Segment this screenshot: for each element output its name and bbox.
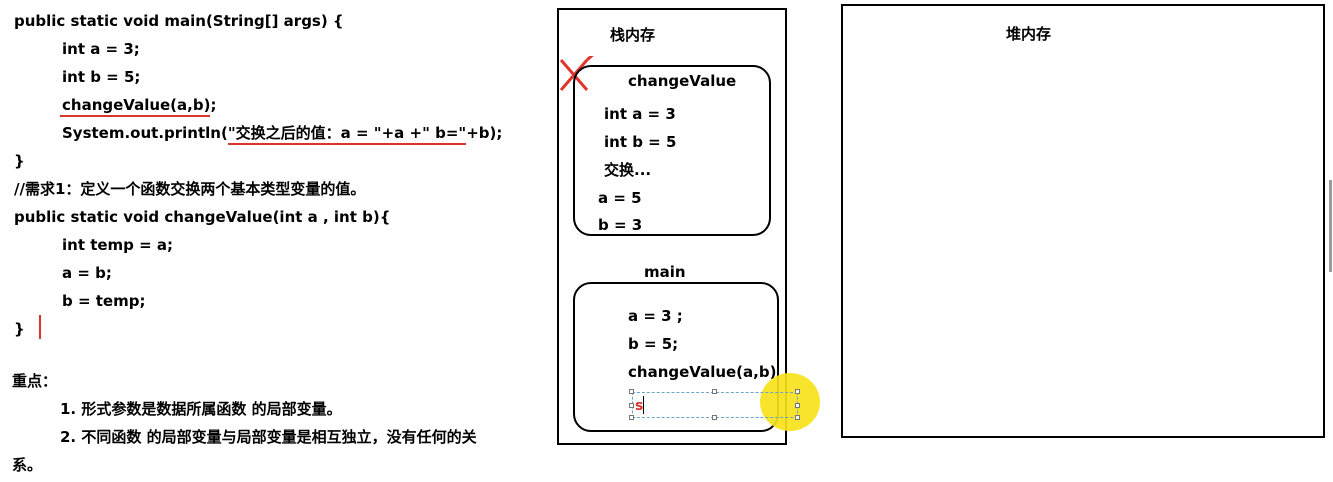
stack-memory-title: 栈内存 — [610, 26, 656, 44]
resize-handle-s[interactable] — [712, 415, 717, 420]
code-line-close-main: } — [14, 152, 25, 170]
stack-memory-panel — [557, 8, 787, 445]
frame-changevalue-a: a = 5 — [598, 189, 642, 207]
frame-main-a: a = 3 ; — [628, 307, 683, 325]
frame-changevalue-int-a: int a = 3 — [604, 105, 676, 123]
code-line-close-changevalue: } — [14, 320, 25, 338]
note-point-2: 2. 不同函数 的局部变量与局部变量是相互独立，没有任何的关 — [60, 428, 477, 446]
cursor-highlight — [760, 373, 820, 431]
frame-changevalue-title: changeValue — [628, 72, 737, 90]
note-point-2-cont: 系。 — [12, 456, 43, 474]
underline-println — [228, 143, 466, 145]
resize-handle-n[interactable] — [712, 389, 717, 394]
frame-main-title: main — [644, 263, 686, 281]
code-line-call-changevalue: changeValue(a,b); — [62, 96, 217, 114]
resize-handle-w[interactable] — [629, 403, 634, 408]
resize-handle-sw[interactable] — [629, 415, 634, 420]
frame-changevalue-swap: 交换... — [604, 161, 652, 179]
stack-frame-changevalue — [573, 65, 771, 236]
scrollbar-thumb[interactable] — [1329, 180, 1332, 272]
resize-handle-se[interactable] — [795, 415, 800, 420]
code-line-temp: int temp = a; — [62, 236, 174, 254]
code-line-changevalue-signature: public static void changeValue(int a , i… — [14, 208, 391, 226]
code-line-main-signature: public static void main(String[] args) { — [14, 12, 344, 30]
frame-changevalue-int-b: int b = 5 — [604, 133, 677, 151]
code-line-int-b: int b = 5; — [62, 68, 141, 86]
text-box-caret — [643, 396, 644, 414]
code-line-b-eq-temp: b = temp; — [62, 292, 146, 310]
note-point-1: 1. 形式参数是数据所属函数 的局部变量。 — [60, 400, 342, 418]
code-line-a-eq-b: a = b; — [62, 264, 112, 282]
frame-changevalue-b: b = 3 — [598, 216, 643, 234]
notes-heading: 重点： — [12, 372, 58, 390]
resize-handle-ne[interactable] — [795, 389, 800, 394]
stack-frame-main — [573, 282, 779, 432]
code-line-comment: //需求1：定义一个函数交换两个基本类型变量的值。 — [14, 180, 366, 198]
frame-main-call: changeValue(a,b) — [628, 363, 777, 381]
heap-memory-panel — [841, 4, 1325, 438]
underline-call — [60, 115, 210, 117]
frame-main-b: b = 5; — [628, 335, 679, 353]
code-line-println: System.out.println("交换之后的值：a = "+a +" b=… — [62, 124, 503, 142]
resize-handle-e[interactable] — [795, 403, 800, 408]
resize-handle-nw[interactable] — [629, 389, 634, 394]
code-line-int-a: int a = 3; — [62, 40, 140, 58]
text-cursor — [39, 315, 41, 339]
heap-memory-title: 堆内存 — [1006, 25, 1052, 43]
text-box-input[interactable]: s — [635, 398, 644, 414]
